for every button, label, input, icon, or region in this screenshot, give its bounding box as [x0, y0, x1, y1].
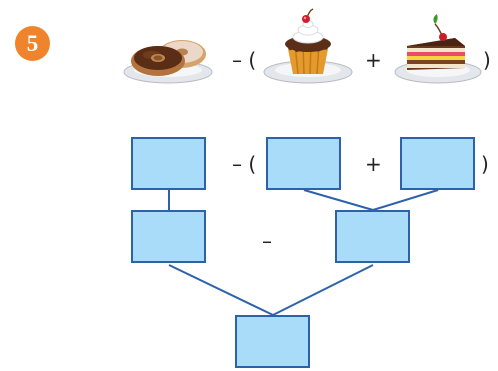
- problem-number-badge: 5: [15, 26, 50, 61]
- answer-box-sum[interactable]: [335, 210, 410, 263]
- answer-box-left-value[interactable]: [131, 210, 206, 263]
- connector-line: [272, 264, 374, 316]
- plus-top: +: [365, 48, 382, 72]
- plus-second: +: [365, 152, 382, 176]
- connector-line: [372, 189, 439, 211]
- close-paren-second: ): [481, 152, 489, 176]
- answer-box-donut[interactable]: [131, 137, 206, 190]
- answer-box-cupcake[interactable]: [266, 137, 341, 190]
- answer-box-cake[interactable]: [400, 137, 475, 190]
- cake-slice-plate-icon: [394, 14, 482, 84]
- minus-third: –: [262, 229, 272, 253]
- connector-line: [168, 264, 274, 316]
- connector-line: [303, 189, 374, 211]
- minus-open-paren-second: – (: [232, 152, 257, 176]
- close-paren-top: ): [483, 48, 491, 72]
- donut-plate-icon: [123, 40, 213, 84]
- answer-box-result[interactable]: [235, 315, 310, 368]
- cupcake-plate-icon: [263, 8, 353, 84]
- minus-open-paren-top: – (: [232, 48, 257, 72]
